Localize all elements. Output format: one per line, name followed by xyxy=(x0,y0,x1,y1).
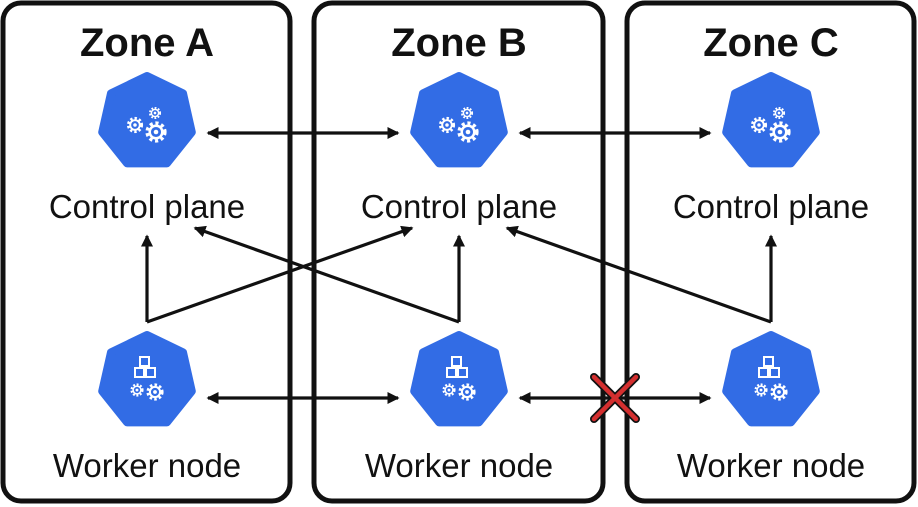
red-x-icon xyxy=(590,373,640,423)
zone-b-box xyxy=(311,0,606,504)
control-plane-icon-zone-c xyxy=(726,76,816,163)
zone-a-title: Zone A xyxy=(80,21,214,65)
arrow-worker-c-cp-b xyxy=(505,225,772,324)
worker-node-icon-zone-b xyxy=(414,335,504,422)
arrow-worker-b-cp-a xyxy=(193,225,460,324)
control-plane-label-zone-a: Control plane xyxy=(49,188,245,225)
control-plane-label-zone-c: Control plane xyxy=(673,188,869,225)
control-plane-label-zone-b: Control plane xyxy=(361,188,557,225)
arrow-worker-a-cp-b xyxy=(146,225,414,324)
control-plane-icon-zone-a xyxy=(102,76,192,163)
zone-c-box xyxy=(624,0,917,504)
control-plane-icon-zone-b xyxy=(414,76,504,163)
zone-a-box xyxy=(0,0,293,504)
worker-node-icon-zone-a xyxy=(102,335,192,422)
zone-b-title: Zone B xyxy=(391,21,527,65)
zone-c-title: Zone C xyxy=(703,21,839,65)
worker-node-label-zone-c: Worker node xyxy=(677,447,865,484)
worker-node-label-zone-b: Worker node xyxy=(365,447,553,484)
worker-node-icon-zone-c xyxy=(726,335,816,422)
worker-node-label-zone-a: Worker node xyxy=(53,447,241,484)
